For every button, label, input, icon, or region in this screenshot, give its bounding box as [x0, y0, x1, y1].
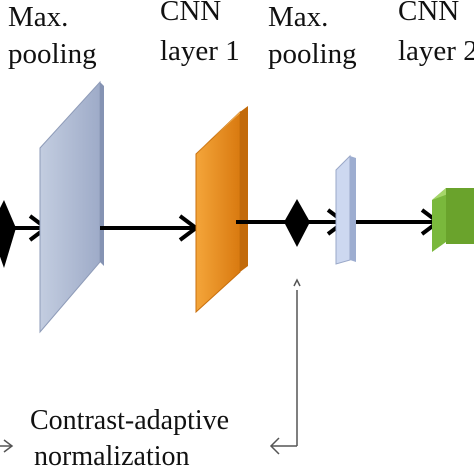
arrow-pool2-to-cnn2: [356, 208, 442, 236]
max-pooling-1-label-line2: pooling: [8, 38, 97, 70]
max-pooling-2-label-line2: pooling: [268, 38, 357, 70]
normalization-label-line1: Contrast-adaptive: [30, 405, 230, 436]
arrow-pool1-to-cnn1: [100, 214, 200, 242]
cnn-layer-2-block: [432, 188, 474, 252]
max-pooling-1-label-line1: Max.: [8, 1, 69, 33]
cnn-layer-1-label-line2: layer 1: [160, 35, 240, 67]
normalization-bracket: [0, 278, 301, 455]
cnn-layer-2-label-line2: layer 2: [398, 35, 474, 67]
normalization-diamond: [284, 199, 310, 247]
max-pooling-plane-1: [39, 80, 104, 334]
left-diamond-marker: [0, 200, 16, 268]
max-pooling-2-label-line1: Max.: [268, 1, 329, 33]
max-pooling-plane-2: [335, 154, 356, 265]
cnn-layer-2-label-line1: CNN: [398, 0, 460, 27]
cnn-layer-1-label-line1: CNN: [160, 0, 222, 27]
normalization-label-line2: normalization: [34, 441, 190, 472]
cnn-layer-1-plane: [195, 106, 248, 314]
